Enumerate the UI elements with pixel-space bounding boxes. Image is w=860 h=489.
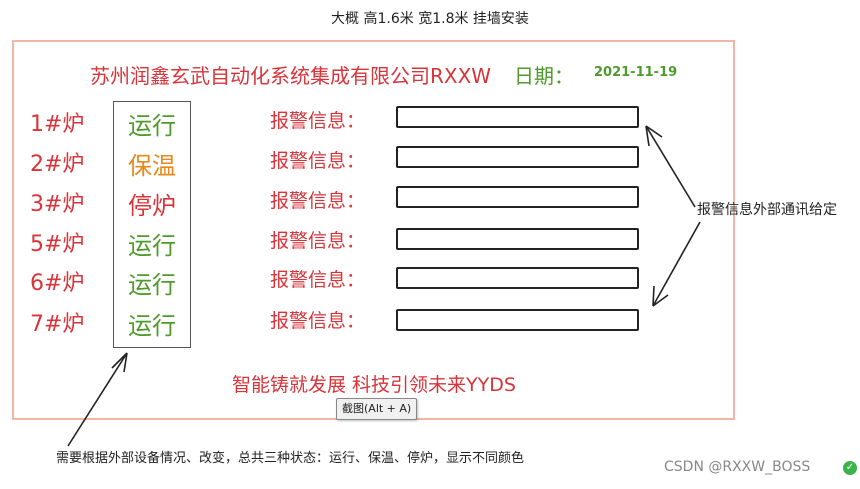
alarm-info-field bbox=[396, 228, 639, 250]
alarm-label: 报警信息： bbox=[270, 150, 366, 172]
company-title: 苏州润鑫玄武自动化系统集成有限公司RXXW bbox=[90, 64, 492, 88]
watermark: CSDN @RXXW_BOSS bbox=[664, 459, 811, 475]
side-annotation: 报警信息外部通讯给定 bbox=[697, 202, 837, 218]
date-label: 日期： bbox=[514, 64, 574, 88]
alarm-label: 报警信息： bbox=[270, 110, 366, 132]
furnace-status: 运行 bbox=[128, 271, 176, 299]
slogan: 智能铸就发展 科技引领未来YYDS bbox=[232, 374, 516, 396]
furnace-status: 运行 bbox=[128, 112, 176, 140]
arrow-to-last-alarm bbox=[652, 221, 701, 307]
furnace-label: 1#炉 bbox=[30, 112, 85, 137]
date-value: 2021-11-19 bbox=[594, 65, 678, 80]
furnace-status: 停炉 bbox=[128, 192, 176, 220]
arrow-to-status-column bbox=[67, 352, 128, 447]
alarm-label: 报警信息： bbox=[270, 269, 366, 291]
alarm-label: 报警信息： bbox=[270, 310, 366, 332]
bottom-annotation: 需要根据外部设备情况、改变，总共三种状态：运行、保温、停炉，显示不同颜色 bbox=[56, 451, 525, 466]
furnace-status: 运行 bbox=[128, 232, 176, 260]
furnace-label: 7#炉 bbox=[30, 312, 85, 337]
furnace-status: 保温 bbox=[128, 152, 176, 180]
alarm-label: 报警信息： bbox=[270, 230, 366, 252]
alarm-info-field bbox=[396, 106, 639, 128]
furnace-status: 运行 bbox=[128, 312, 176, 340]
alarm-info-field bbox=[396, 267, 639, 289]
status-column-frame bbox=[113, 101, 191, 348]
alarm-label: 报警信息： bbox=[270, 190, 366, 212]
alarm-info-field bbox=[396, 186, 639, 208]
furnace-label: 3#炉 bbox=[30, 192, 85, 217]
arrow-to-first-alarm bbox=[645, 125, 696, 208]
furnace-label: 5#炉 bbox=[30, 232, 85, 257]
check-circle-icon: ✓ bbox=[843, 461, 857, 475]
alarm-info-field bbox=[396, 309, 639, 331]
alarm-info-field bbox=[396, 146, 639, 168]
furnace-label: 2#炉 bbox=[30, 152, 85, 177]
top-note: 大概 高1.6米 宽1.8米 挂墙安装 bbox=[331, 11, 529, 27]
screenshot-tooltip: 截图(Alt + A) bbox=[336, 398, 418, 420]
furnace-label: 6#炉 bbox=[30, 271, 85, 296]
